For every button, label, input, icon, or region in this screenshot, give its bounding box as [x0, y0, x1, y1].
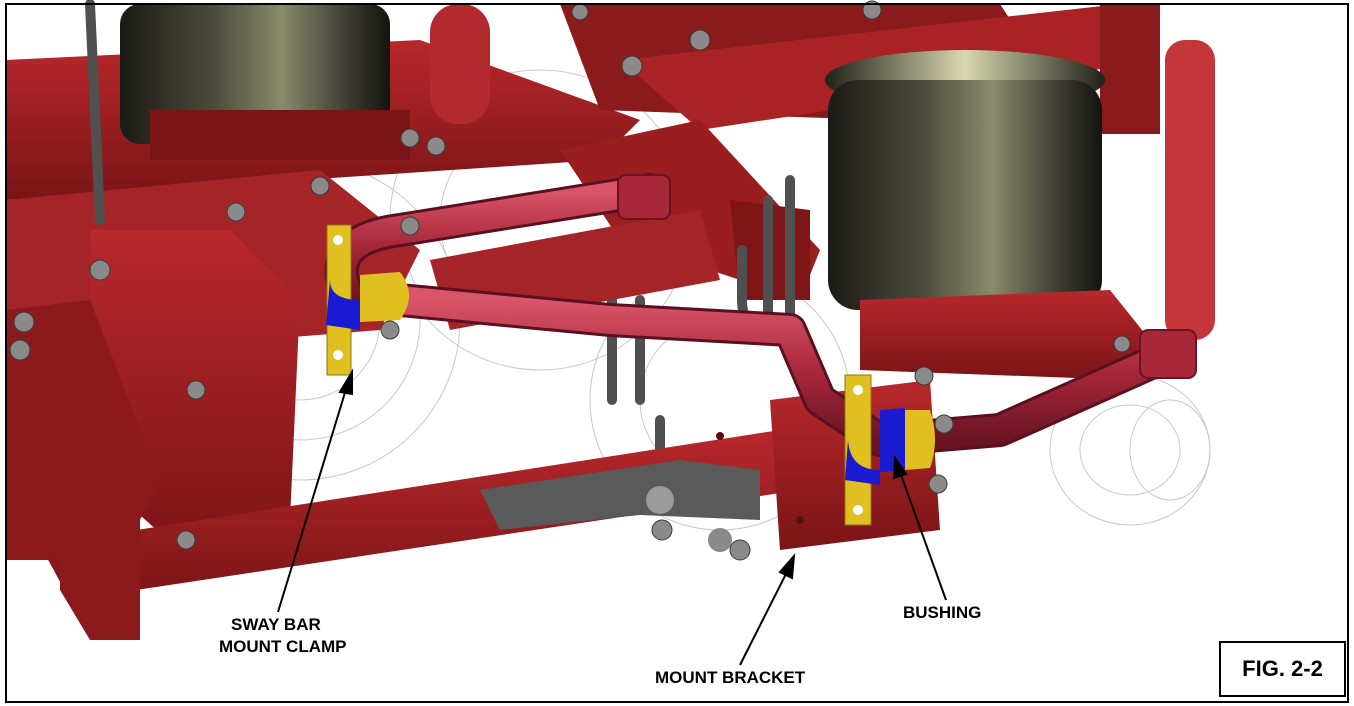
shackle-bracket: [480, 460, 760, 552]
callout-sway-bar-mount-clamp: SWAY BAR MOUNT CLAMP: [219, 614, 346, 658]
air-bag-left: [120, 4, 410, 160]
clamp-left: [326, 224, 409, 376]
callout-bushing: BUSHING: [903, 603, 982, 622]
callout-mount-clamp-line2: MOUNT CLAMP: [219, 637, 347, 656]
bolts: [9, 0, 1131, 561]
air-bag-right: [825, 50, 1150, 380]
clamp-right: [844, 374, 935, 526]
callout-mount-bracket: MOUNT BRACKET: [655, 668, 806, 687]
callout-sway-bar-line1: SWAY BAR: [231, 615, 321, 634]
figure-label: FIG. 2-2: [1219, 641, 1346, 697]
leader-lines: [277, 368, 947, 666]
figure-border: [5, 3, 1349, 703]
